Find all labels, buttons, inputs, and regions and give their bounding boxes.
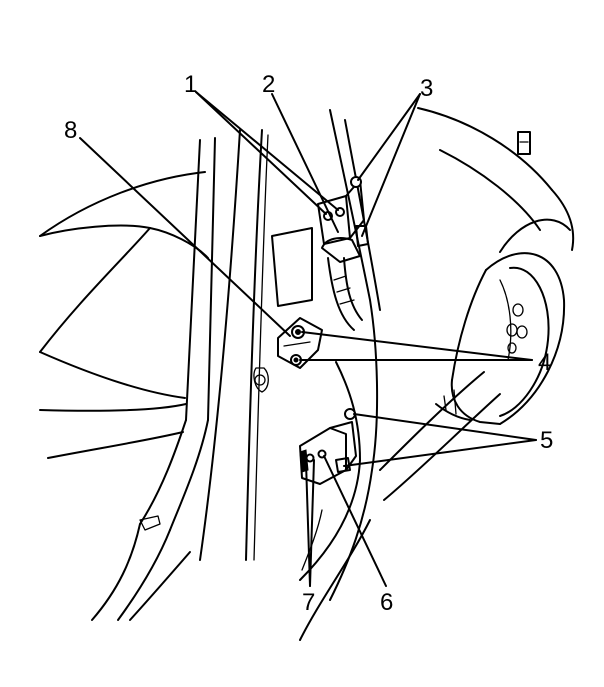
seat-outline [39,171,209,459]
leader-5a [353,413,537,441]
lower-hinge [299,408,357,485]
lower-hinge-nut-bottom [335,457,351,473]
callout-2: 2 [262,71,275,98]
leader-7b [309,459,315,587]
leader-4a [301,331,533,361]
leader-6 [323,455,387,587]
leader-lines [79,91,537,587]
callout-labels: 1 2 3 4 5 6 7 8 [64,71,553,616]
callout-1: 1 [184,71,197,98]
callout-7: 7 [302,589,315,616]
leader-3a [357,93,421,181]
callout-8: 8 [64,117,77,144]
leader-8 [79,137,291,337]
door-check-link [321,237,363,331]
leader-5b [343,439,537,467]
leader-3b [361,93,421,237]
lower-hinge-bolt-1 [305,453,315,463]
fender-wheel [417,107,575,425]
body-side-panel [299,109,501,641]
leader-1a [195,91,327,215]
door-pillar [91,129,269,621]
upper-hinge [317,176,369,247]
leader-1b [195,91,339,211]
callout-4: 4 [538,349,551,376]
callout-5: 5 [540,427,553,454]
leader-2 [271,93,339,233]
leader-7a [305,461,311,587]
upper-hinge-nut-bottom [355,225,369,247]
callout-6: 6 [380,589,393,616]
pillar-opening [253,227,313,393]
callout-3: 3 [420,75,433,102]
